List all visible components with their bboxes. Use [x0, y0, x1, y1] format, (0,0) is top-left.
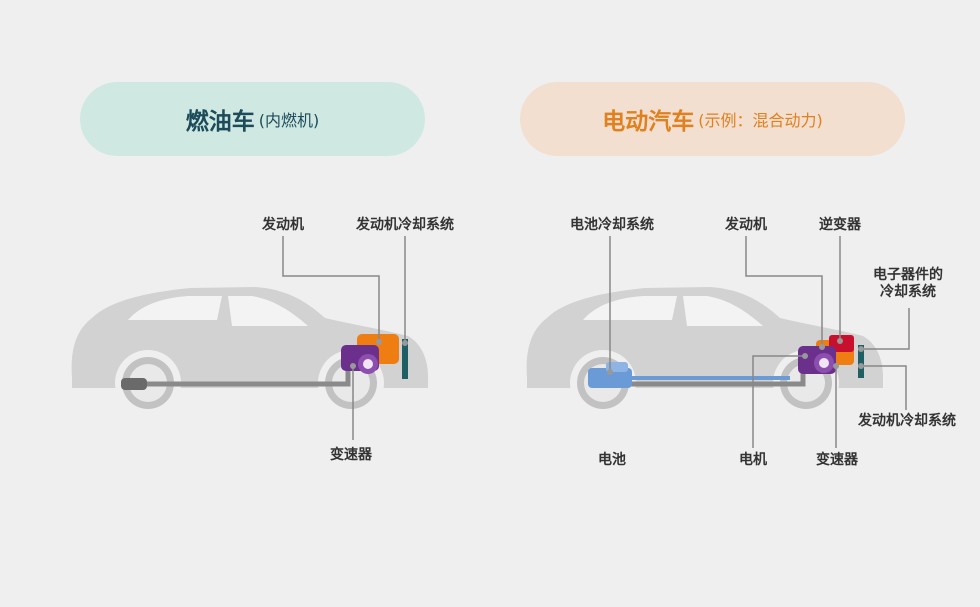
label-ev-battery: 电池 — [598, 452, 626, 468]
label-ev-transmission: 变速器 — [816, 452, 858, 468]
ice-leader-lines — [282, 236, 406, 440]
ev-coolant-radiator — [858, 345, 864, 378]
label-ev-battery-cooling: 电池冷却系统 — [570, 217, 654, 233]
label-ev-electronics-cooling: 电子器件的 冷却系统 — [873, 267, 943, 301]
label-ev-electronics-cooling-line1: 电子器件的 — [873, 267, 943, 283]
title-pill-ice: 燃油车 (内燃机) — [80, 82, 425, 156]
title-ev: 电动汽车 — [602, 109, 695, 135]
label-ev-electronics-cooling-line2: 冷却系统 — [880, 284, 936, 300]
ev-leader-dots — [607, 338, 864, 375]
subtitle-ev: (示例：混合动力) — [698, 111, 823, 130]
title-ice: 燃油车 — [185, 109, 255, 135]
ice-coolant-radiator — [402, 339, 408, 379]
ev-leader-lines — [609, 236, 910, 448]
label-ice-engine: 发动机 — [262, 217, 304, 233]
ice-transmission — [341, 345, 379, 374]
label-ev-inverter: 逆变器 — [819, 217, 861, 233]
label-ice-engine-cooling: 发动机冷却系统 — [356, 217, 454, 233]
ice-leader-dots — [350, 339, 408, 369]
ev-transmission — [798, 346, 836, 374]
label-ev-engine-cooling: 发动机冷却系统 — [858, 413, 956, 429]
label-ev-engine: 发动机 — [725, 217, 767, 233]
label-ice-transmission: 变速器 — [330, 447, 372, 463]
title-pill-ev: 电动汽车 (示例：混合动力) — [520, 82, 905, 156]
subtitle-ice: (内燃机) — [258, 111, 320, 130]
label-ev-motor: 电机 — [739, 452, 767, 468]
